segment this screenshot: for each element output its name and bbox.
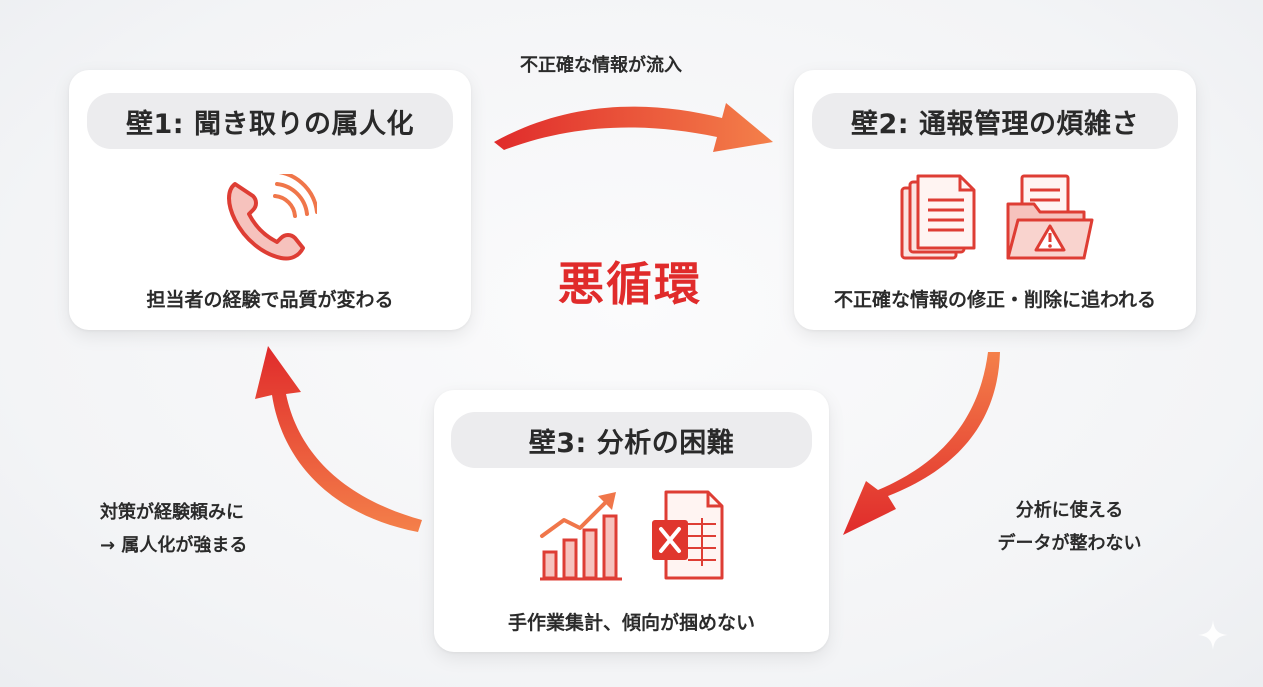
flow-label-1-to-2: 不正確な情報が流入 [520, 49, 682, 82]
wall3-caption: 手作業集計、傾向が掴めない [507, 612, 755, 634]
flow-label-line: 不正確な情報が流入 [520, 55, 682, 76]
flow-label-line: → 属人化が強まる [100, 535, 248, 556]
arrow-wall3-to-wall1 [255, 346, 422, 532]
wall2-title: 壁2: 通報管理の煩雑さ [812, 93, 1178, 149]
flow-label-line: 分析に使える [1015, 500, 1124, 521]
documents-icon [900, 174, 976, 260]
cycle-title: 悪循環 [558, 257, 702, 311]
folder-warning-icon [1006, 174, 1094, 260]
wall3-title: 壁3: 分析の困難 [451, 412, 812, 468]
bar-chart-trend-icon [540, 492, 622, 581]
wall1-caption: 担当者の経験で品質が変わる [146, 289, 394, 311]
wall2-caption: 不正確な情報の修正・削除に追われる [833, 289, 1157, 311]
arrow-wall2-to-wall3 [843, 352, 1000, 535]
flow-label-2-to-3: 分析に使える データが整わない [962, 494, 1177, 560]
sparkle-icon [1198, 620, 1228, 650]
wall2-card: 壁2: 通報管理の煩雑さ 不正確な情報の修正・削除に追われる [794, 70, 1196, 330]
wall1-title: 壁1: 聞き取りの属人化 [87, 93, 453, 149]
flow-label-line: 対策が経験頼みに [100, 502, 244, 523]
phone-ringing-icon [227, 174, 317, 261]
flow-label-3-to-1: 対策が経験頼みに → 属人化が強まる [100, 496, 340, 562]
flow-label-line: データが整わない [997, 533, 1142, 554]
wall3-card: 壁3: 分析の困難 手作業集計、傾向が掴めない [434, 390, 829, 652]
wall1-card: 壁1: 聞き取りの属人化 担当者の経験で品質が変わる [69, 70, 471, 330]
spreadsheet-x-icon [652, 490, 724, 580]
arrow-wall1-to-wall2 [494, 103, 773, 152]
